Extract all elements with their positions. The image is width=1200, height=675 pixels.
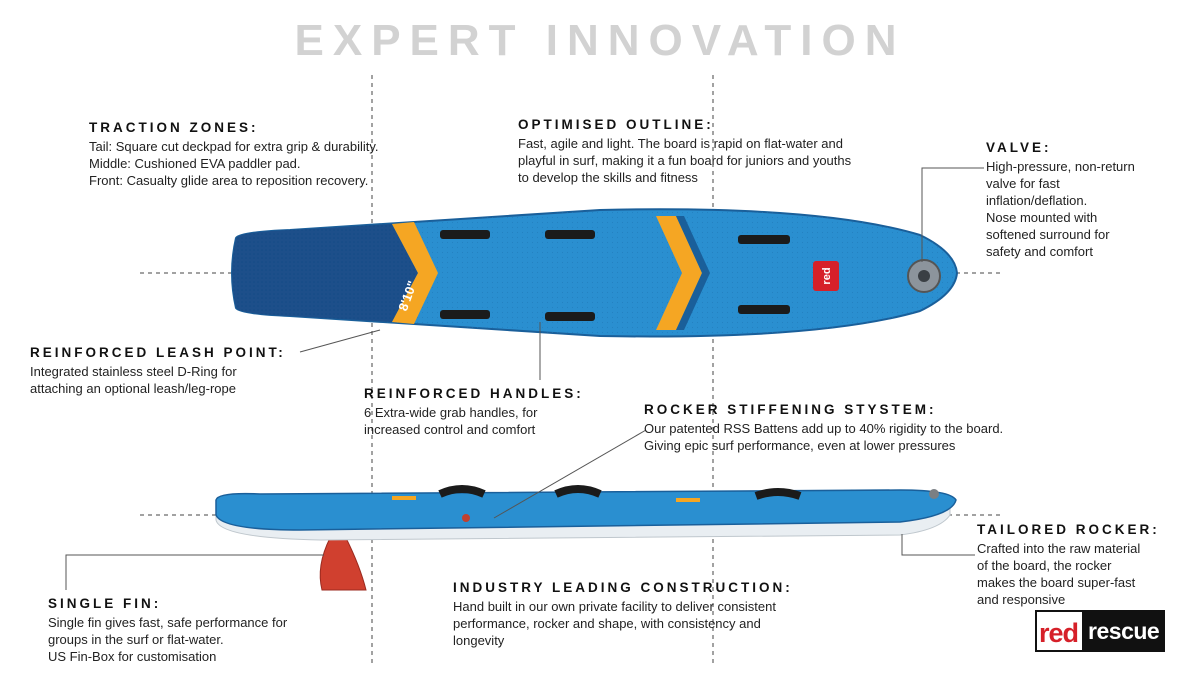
orange-chevron-nose <box>656 216 702 330</box>
callout-line: Giving epic surf performance, even at lo… <box>644 438 956 453</box>
callout-line: performance, rocker and shape, with cons… <box>453 616 761 631</box>
callout-line: Crafted into the raw material <box>977 541 1141 556</box>
board-side-view <box>215 485 957 591</box>
handle-6 <box>738 305 790 314</box>
callout-line: High-pressure, non-return <box>986 159 1135 174</box>
callout-body: Hand built in our own private facility t… <box>453 598 793 649</box>
page-title: EXPERT INNOVATION <box>294 16 906 65</box>
callout-heading: SINGLE FIN: <box>48 596 162 611</box>
callout-line: playful in surf, making it a fun board f… <box>518 153 852 168</box>
leash-ring <box>462 514 470 522</box>
callout-line: of the board, the rocker <box>977 558 1112 573</box>
callout-rocker-stiffening-system: ROCKER STIFFENING STYSTEM: Our patented … <box>644 402 1003 454</box>
callout-line: Single fin gives fast, safe performance … <box>48 615 288 630</box>
callout-body: Single fin gives fast, safe performance … <box>48 614 287 665</box>
callout-line: attaching an optional leash/leg-rope <box>30 381 236 396</box>
callout-heading: TAILORED ROCKER: <box>977 522 1160 537</box>
callout-valve: VALVE: High-pressure, non-return valve f… <box>986 140 1135 260</box>
callout-line: makes the board super-fast <box>977 575 1136 590</box>
handle-1 <box>440 230 490 239</box>
deck-logo-text: red <box>821 267 833 284</box>
callout-line: longevity <box>453 633 505 648</box>
callout-line: 6 Extra-wide grab handles, for <box>364 405 538 420</box>
side-accent-2 <box>676 498 700 502</box>
callout-line: safety and comfort <box>986 244 1093 259</box>
logo-red-text: red <box>1035 610 1083 652</box>
callout-reinforced-leash-point: REINFORCED LEASH POINT: Integrated stain… <box>30 345 286 397</box>
callout-line: Integrated stainless steel D-Ring for <box>30 364 237 379</box>
callout-heading: REINFORCED HANDLES: <box>364 386 584 401</box>
handle-5 <box>545 312 595 321</box>
callout-line: softened surround for <box>986 227 1110 242</box>
callout-traction-zones: TRACTION ZONES: Tail: Square cut deckpad… <box>89 120 379 189</box>
callout-line: Middle: Cushioned EVA paddler pad. <box>89 156 301 171</box>
callout-line: Our patented RSS Battens add up to 40% r… <box>644 421 1004 436</box>
callout-heading: TRACTION ZONES: <box>89 120 259 135</box>
leader-valve <box>921 167 984 262</box>
valve-center <box>918 270 930 282</box>
handle-2 <box>545 230 595 239</box>
callout-line: Fast, agile and light. The board is rapi… <box>518 136 843 151</box>
callout-line: groups in the surf or flat-water. <box>48 632 224 647</box>
callout-body: 6 Extra-wide grab handles, for increased… <box>364 404 584 438</box>
callout-reinforced-handles: REINFORCED HANDLES: 6 Extra-wide grab ha… <box>364 386 584 438</box>
side-accent-1 <box>392 496 416 500</box>
callout-line: increased control and comfort <box>364 422 536 437</box>
logo-rescue-text: rescue <box>1082 610 1166 652</box>
leader-lines <box>65 167 984 590</box>
dark-chevron-nose <box>676 216 710 330</box>
callout-line: to develop the skills and fitness <box>518 170 698 185</box>
callout-line: Tail: Square cut deckpad for extra grip … <box>89 139 379 154</box>
deck-logo-badge <box>813 261 839 291</box>
leader-tailored <box>901 534 975 556</box>
side-valve <box>929 489 939 499</box>
callout-line: Hand built in our own private facility t… <box>453 599 776 614</box>
callout-body: Fast, agile and light. The board is rapi… <box>518 135 851 186</box>
callout-tailored-rocker: TAILORED ROCKER: Crafted into the raw ma… <box>977 522 1160 608</box>
leader-leash <box>299 329 381 353</box>
side-handle-3 <box>754 488 802 500</box>
side-handle-1 <box>438 485 486 498</box>
callout-optimised-outline: OPTIMISED OUTLINE: Fast, agile and light… <box>518 117 851 186</box>
fin <box>319 537 367 591</box>
handle-4 <box>440 310 490 319</box>
callout-heading: INDUSTRY LEADING CONSTRUCTION: <box>453 580 793 595</box>
callout-body: Integrated stainless steel D-Ring for at… <box>30 363 286 397</box>
callout-heading: VALVE: <box>986 140 1052 155</box>
callout-line: Nose mounted with <box>986 210 1098 225</box>
side-handle-2 <box>554 485 602 498</box>
red-rescue-logo: red rescue <box>1035 610 1166 652</box>
leader-fin <box>65 554 324 590</box>
callout-heading: ROCKER STIFFENING STYSTEM: <box>644 402 937 417</box>
callout-line: Front: Casualty glide area to reposition… <box>89 173 369 188</box>
callout-single-fin: SINGLE FIN: Single fin gives fast, safe … <box>48 596 287 665</box>
callout-body: Tail: Square cut deckpad for extra grip … <box>89 138 379 189</box>
handle-3 <box>738 235 790 244</box>
callout-line: valve for fast <box>986 176 1060 191</box>
callout-body: High-pressure, non-return valve for fast… <box>986 158 1135 260</box>
board-top-view: red 8'10" <box>231 208 959 338</box>
callout-line: inflation/deflation. <box>986 193 1088 208</box>
callout-line: US Fin-Box for customisation <box>48 649 217 664</box>
guide-lines <box>140 75 1000 665</box>
tail-deckpad-texture <box>232 224 418 322</box>
callout-heading: OPTIMISED OUTLINE: <box>518 117 714 132</box>
callout-industry-leading-construction: INDUSTRY LEADING CONSTRUCTION: Hand buil… <box>453 580 793 649</box>
callout-line: and responsive <box>977 592 1066 607</box>
callout-heading: REINFORCED LEASH POINT: <box>30 345 286 360</box>
leader-rocker-stiffening <box>493 429 647 519</box>
callout-body: Our patented RSS Battens add up to 40% r… <box>644 420 1003 454</box>
callout-body: Crafted into the raw material of the boa… <box>977 540 1160 608</box>
orange-chevron-tail <box>392 222 438 324</box>
